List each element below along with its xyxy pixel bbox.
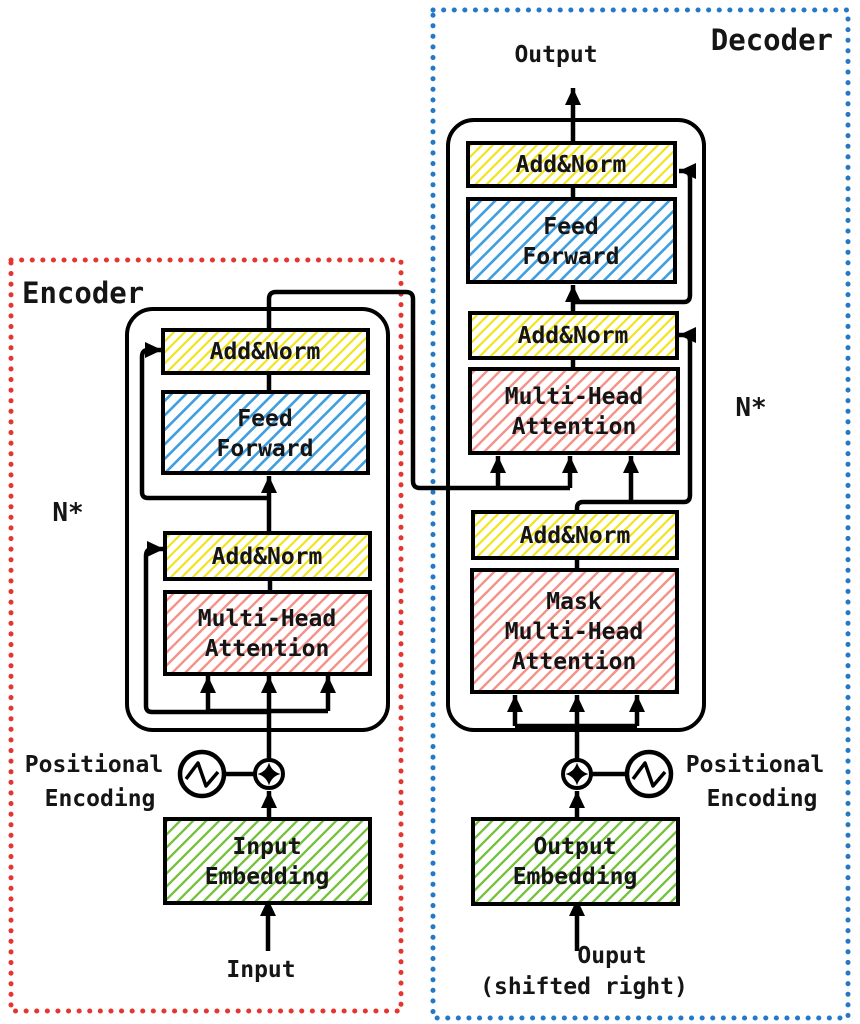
positional-encoding-label-line1: Positional <box>25 752 163 778</box>
masked-attention-box <box>470 568 679 694</box>
add-star-glyph <box>565 762 589 786</box>
decoder-repeat-label: N* <box>735 393 766 423</box>
encoder-stack: Add&Norm Feed Forward Add&Norm Multi-Hea… <box>161 328 372 905</box>
encoder-attention-box <box>163 590 372 676</box>
decoder-addnorm-top-box <box>466 141 677 188</box>
encoder-region-label: Encoder <box>22 276 144 310</box>
positional-encoding-label-line2: Encoding <box>45 786 156 812</box>
decoder-connectors <box>507 88 696 951</box>
input-embedding-label-line1: Input <box>232 834 301 860</box>
encoder-addnorm-top-box <box>161 328 370 375</box>
encoder-ff-label-line1: Feed <box>237 406 292 432</box>
output-embedding-label-line2: Embedding <box>513 864 638 890</box>
positional-encoding-label-line2: Encoding <box>707 786 818 812</box>
decoder-region-border <box>430 7 851 1021</box>
masked-attention-label-line3: Attention <box>512 649 637 675</box>
masked-output-residual-skip <box>574 327 696 512</box>
decoder-addnorm-top-label: Add&Norm <box>516 152 627 178</box>
encoder-ff-label-line2: Forward <box>217 436 314 462</box>
shifted-output-label-line2: (shifted right) <box>480 974 688 1000</box>
decoder-attention-label-line2: Attention <box>512 414 637 440</box>
decoder-ff-label-line1: Feed <box>543 214 598 240</box>
encoder-attention-label-line1: Multi-Head <box>198 606 336 632</box>
decoder-addnorm-low-label: Add&Norm <box>520 523 631 549</box>
output-embedding-box <box>471 817 680 906</box>
input-terminal-label: Input <box>226 957 295 983</box>
decoder-attention-label-line1: Multi-Head <box>505 384 643 410</box>
input-embedding-label-line2: Embedding <box>205 864 330 890</box>
output-terminal-label: Output <box>514 42 597 68</box>
masked-attention-label-line2: Multi-Head <box>505 619 643 645</box>
encoder-positional-encoding: Positional Encoding <box>25 749 285 812</box>
positional-encoding-label-line1: Positional <box>686 752 824 778</box>
residual-skip-around-ff <box>573 163 696 305</box>
sine-wave-glyph <box>631 761 667 788</box>
encoder-attention-label-line2: Attention <box>205 636 330 662</box>
output-embedding-label-line1: Output <box>533 834 616 860</box>
encoder-addnorm-mid-box <box>163 531 372 581</box>
encoder-stack-outline <box>125 307 390 732</box>
add-star-glyph <box>257 762 281 786</box>
decoder-addnorm-mid-box <box>468 311 679 360</box>
encoder-connectors <box>139 289 578 951</box>
decoder-attention-box <box>468 367 680 455</box>
encoder-region-border <box>8 257 404 1014</box>
decoder-region-label: Decoder <box>711 23 833 57</box>
decoder-feed-forward-box <box>466 197 677 284</box>
encoder-output-to-decoder-line <box>266 289 570 491</box>
shifted-output-label-line1: Ouput <box>577 943 646 969</box>
encoder-feed-forward-box <box>161 390 370 475</box>
decoder-stack: Add&Norm Feed Forward Add&Norm Multi-Hea… <box>466 141 680 906</box>
masked-attention-label-line1: Mask <box>546 589 602 615</box>
decoder-ff-label-line2: Forward <box>523 244 620 270</box>
encoder-addnorm-top-label: Add&Norm <box>210 339 321 365</box>
residual-skip-around-ff <box>139 342 269 501</box>
decoder-addnorm-low-box <box>471 510 679 560</box>
decoder-positional-encoding: Positional Encoding <box>561 749 824 812</box>
encoder-repeat-label: N* <box>52 498 83 528</box>
input-embedding-box <box>163 817 372 905</box>
sine-wave-glyph <box>184 761 220 788</box>
encoder-addnorm-mid-label: Add&Norm <box>212 544 323 570</box>
decoder-addnorm-mid-label: Add&Norm <box>518 323 629 349</box>
residual-skip-around-attention <box>143 541 269 715</box>
